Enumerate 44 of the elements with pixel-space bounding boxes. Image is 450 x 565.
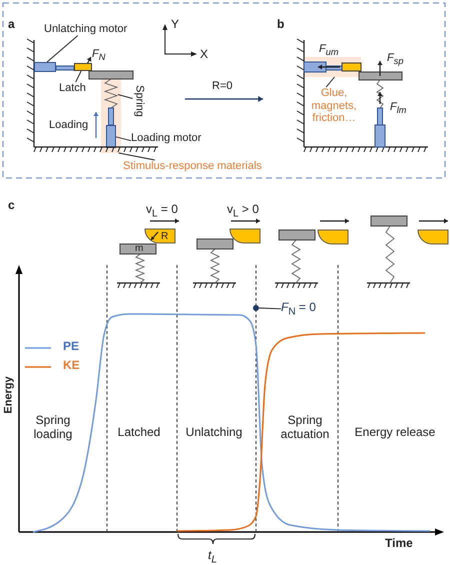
- part-label: Latch: [59, 82, 86, 95]
- axis-title: Energy: [2, 376, 16, 414]
- leader-line: [75, 70, 82, 82]
- phase-label: Spring actuation: [280, 414, 330, 442]
- duration-label: t$_{L}$: [208, 549, 217, 565]
- loading-motor: [106, 125, 116, 148]
- part-label: Loading motor: [131, 132, 202, 145]
- axis-label: Y: [171, 18, 180, 32]
- part-label: Unlatching motor: [44, 23, 128, 36]
- spring: [104, 79, 118, 108]
- latch: [74, 63, 92, 71]
- leader-line: [116, 136, 132, 142]
- leader-line: [46, 35, 78, 62]
- material-label: Stimulus-response materials: [123, 160, 262, 173]
- phase-label: Spring loading: [32, 414, 74, 442]
- axis-title: Time: [385, 537, 413, 551]
- velocity-label: v$_{L}$ > 0: [227, 203, 259, 220]
- axis-label: X: [200, 48, 208, 62]
- panel-label: a: [8, 18, 15, 32]
- force-label: F$_{um}$: [319, 43, 338, 58]
- leader-line: [326, 76, 335, 88]
- panel-label: b: [277, 18, 284, 32]
- part-label: Spring: [132, 85, 146, 117]
- velocity-label: v$_{L}$ = 0: [146, 203, 178, 220]
- legend-label: PE: [63, 340, 80, 354]
- loading-label: Loading: [49, 119, 88, 132]
- force-label: F$_{lm}$: [390, 101, 406, 116]
- legend-label: KE: [63, 359, 80, 373]
- force-label: F$_{N}$: [92, 48, 106, 63]
- phase-label: Unlatching: [186, 426, 242, 440]
- phase-label: Latched: [118, 426, 160, 440]
- leader-line: [118, 152, 156, 160]
- panel-label: c: [8, 199, 15, 213]
- material-label: Glue, magnets, friction…: [302, 87, 366, 125]
- leader-line: [118, 94, 134, 99]
- unlatching-motor: [34, 62, 56, 72]
- transition-label: R=0: [212, 80, 232, 93]
- contact-dot: [253, 305, 259, 311]
- mass-label: m: [135, 243, 144, 254]
- force-label: F$_{sp}$: [387, 52, 404, 67]
- condition-label: F$_{N}$ = 0: [281, 301, 316, 318]
- leader-line: [258, 308, 282, 310]
- radius-label: R: [161, 231, 168, 242]
- phase-label: Energy release: [354, 426, 436, 440]
